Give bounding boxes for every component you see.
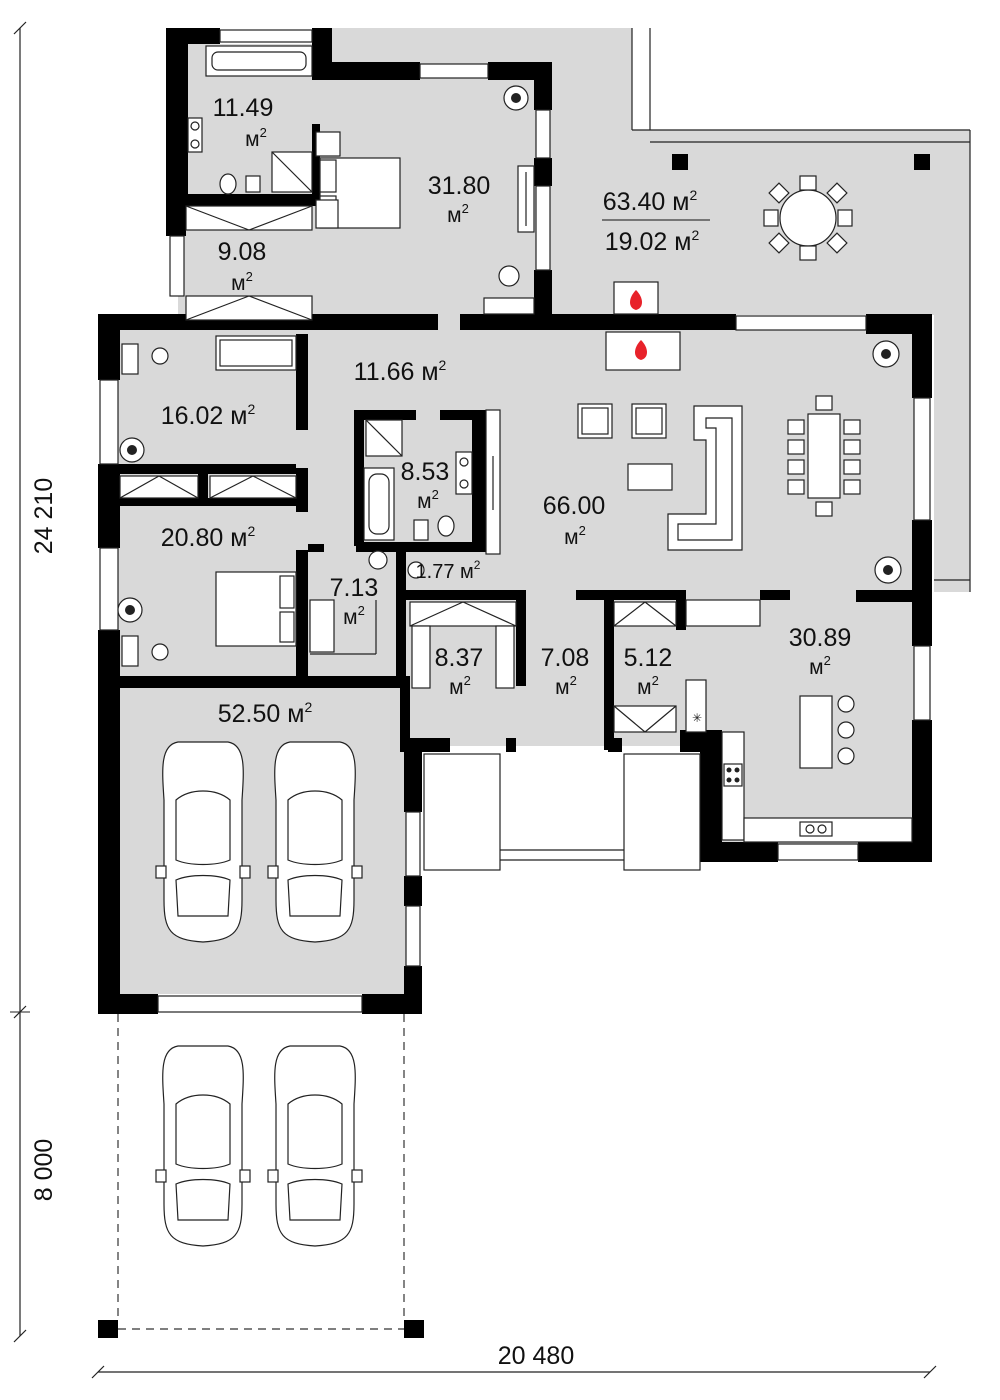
room-labels: 11.49 м2 31.80 м2 63.40 м2 19.02 м2 9.08…: [161, 94, 852, 728]
room-area: 30.89: [789, 624, 852, 652]
parking-outline: [117, 1014, 405, 1330]
room-unit: м2: [231, 269, 253, 295]
room-area: 8.53: [401, 458, 450, 486]
coffee-table: [627, 463, 673, 491]
room-area: 66.00: [543, 492, 606, 520]
sink-icon: [368, 550, 388, 570]
plant-icon: [503, 85, 529, 111]
room-unit: м2: [555, 673, 577, 699]
window-lines: [99, 28, 971, 1013]
fan-icon: ✳: [692, 711, 702, 725]
bathtub-icon: [205, 45, 313, 77]
room-area: 20.80 м2: [161, 523, 256, 552]
dining-table-icon: [763, 175, 853, 261]
room-area: 7.08: [541, 644, 590, 672]
closet-doors: [409, 601, 517, 689]
room-area: 1.77 м2: [416, 558, 481, 583]
stove-icon: [723, 763, 743, 787]
desk-icon: [483, 265, 535, 315]
car-icon: [155, 1045, 251, 1247]
room-unit: м2: [637, 673, 659, 699]
sofa-icon: [215, 335, 297, 371]
dimension-lines: [10, 21, 937, 1379]
room-unit: м2: [417, 487, 439, 513]
entrance-canopy: [423, 753, 701, 871]
toilet-icon: [407, 561, 425, 579]
shelf: [309, 599, 335, 653]
room-area: 16.02 м2: [161, 401, 256, 430]
plant-icon: [117, 597, 143, 623]
car-icon: [267, 1045, 363, 1247]
room-unit: м2: [809, 653, 831, 679]
toilet-icon: [413, 515, 455, 541]
desk-icon: [121, 343, 169, 375]
bed-icon: [315, 131, 401, 229]
bed-icon: [215, 571, 297, 647]
room-area: 63.40 м2: [603, 187, 698, 216]
room-area: 7.13: [330, 574, 379, 602]
toilet-icon: [219, 173, 261, 195]
room-area: 31.80: [428, 172, 491, 200]
room-area: 9.08: [218, 238, 267, 266]
room-area: 19.02 м2: [605, 227, 700, 256]
sink-icon: [455, 451, 473, 495]
room-area: 52.50 м2: [218, 699, 313, 728]
room-unit: м2: [447, 201, 469, 227]
walls: [98, 28, 932, 1338]
room-area: 11.49: [213, 94, 274, 122]
car-icon: [155, 741, 251, 943]
closet-doors: [185, 205, 313, 321]
closet-doors: [613, 601, 677, 733]
sofa-icon: [667, 405, 743, 551]
dimension-width: 20 480: [498, 1342, 574, 1370]
sink-icon: [187, 117, 203, 153]
plant-icon: [872, 340, 902, 584]
car-icon: [267, 741, 363, 943]
closet-doors: [119, 475, 297, 499]
chair-icon: [577, 403, 667, 439]
sink-icon: [799, 821, 833, 837]
room-unit: м2: [449, 673, 471, 699]
room-unit: м2: [343, 603, 365, 629]
dining-table-icon: [787, 395, 861, 517]
dimension-height-parking: 8 000: [30, 1139, 58, 1202]
dimension-height-house: 24 210: [30, 478, 58, 554]
desk-icon: [121, 635, 169, 667]
room-area: 8.37: [435, 644, 484, 672]
shower-icon: [365, 419, 403, 457]
room-area: 5.12: [624, 644, 673, 672]
plant-icon: [119, 437, 145, 463]
bathtub-icon: [363, 467, 395, 541]
room-unit: м2: [564, 523, 586, 549]
fireplace-icon: [605, 281, 681, 371]
room-unit: м2: [245, 125, 267, 151]
room-area: 11.66 м2: [354, 357, 447, 386]
garage-floor: [112, 686, 406, 994]
shower-icon: [271, 151, 313, 193]
